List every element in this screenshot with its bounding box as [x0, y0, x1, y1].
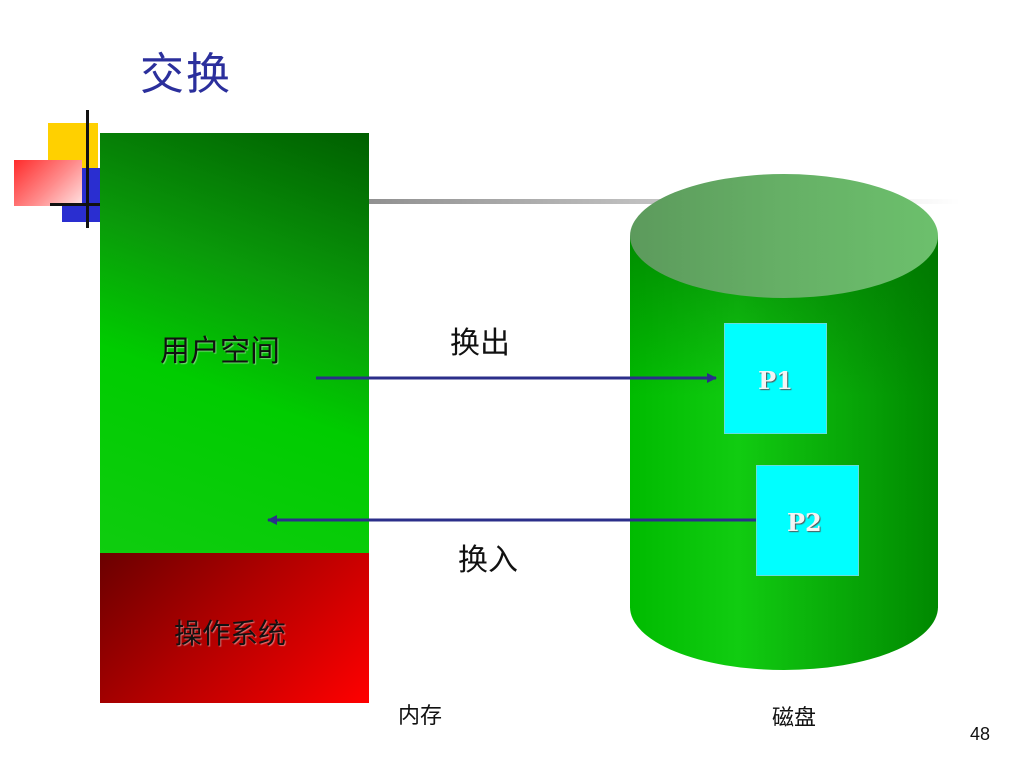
- process-p1-label: P1: [758, 366, 793, 395]
- deco-red-square: [14, 160, 82, 206]
- process-p2-label: P2: [787, 508, 822, 537]
- swap-out-label: 换出: [450, 326, 510, 361]
- swap-in-label: 换入: [458, 543, 518, 578]
- process-p1-box: P1: [724, 323, 827, 434]
- user-space-label: 用户空间: [160, 334, 280, 369]
- user-space-region: [100, 133, 369, 553]
- os-region: [100, 553, 369, 703]
- memory-caption: 内存: [398, 704, 443, 729]
- disk-top: [630, 174, 938, 298]
- os-label: 操作系统: [174, 617, 287, 650]
- deco-vertical-line: [86, 110, 89, 228]
- page-number: 48: [970, 724, 991, 744]
- disk-caption: 磁盘: [772, 706, 817, 731]
- slide-title: 交换: [140, 49, 232, 100]
- deco-horizontal-line: [50, 203, 108, 206]
- process-p2-box: P2: [756, 465, 859, 576]
